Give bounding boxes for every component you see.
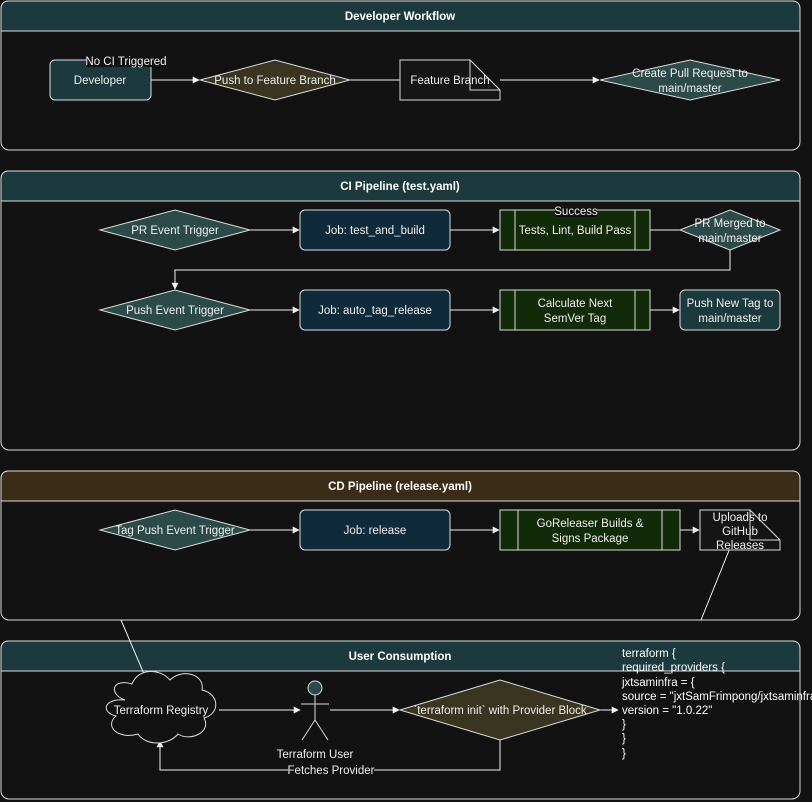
developer-label: Developer: [74, 75, 127, 87]
lane-header: [0, 640, 801, 672]
edge-label-bg: [288, 764, 374, 776]
semver-label-line2: SemVer Tag: [544, 313, 606, 325]
terraform-init-label: `terraform init` with Provider Block: [413, 705, 586, 717]
node-push-new-tag[interactable]: Push New Tag to main/master: [679, 289, 781, 331]
edge-label-success: Success: [554, 206, 598, 218]
node-uploads-github-releases[interactable]: Uploads to GitHub Releases: [699, 509, 781, 552]
node-developer[interactable]: Developer: [49, 59, 152, 101]
lane-title: CI Pipeline (test.yaml): [340, 181, 460, 193]
edge-label-bg: [555, 205, 597, 217]
pr-merged-label-line1: PR Merged to: [695, 218, 766, 230]
document-fold: [749, 510, 780, 541]
node-push-feature-branch[interactable]: Push to Feature Branch: [198, 59, 352, 101]
node-pr-event-trigger[interactable]: PR Event Trigger: [98, 209, 252, 251]
create-pr-diamond[interactable]: [599, 59, 781, 101]
actor-head: [307, 680, 323, 696]
job-autotag-label: Job: auto_tag_release: [318, 305, 432, 317]
push-tag-label-line2: main/master: [698, 313, 761, 325]
lane-header: [0, 0, 801, 32]
node-push-event-trigger[interactable]: Push Event Trigger: [98, 289, 252, 331]
edge-pr-merged-to-push-event: [171, 250, 731, 290]
goreleaser-label-line1: GoReleaser Builds &: [537, 518, 644, 530]
node-tag-push-event-trigger[interactable]: Tag Push Event Trigger: [98, 509, 252, 551]
code-line: terraform {: [622, 648, 676, 660]
actor-leg-left: [301, 719, 316, 741]
uploads-label-line3: Releases: [716, 540, 764, 552]
push-feature-label: Push to Feature Branch: [214, 75, 335, 87]
code-line: required_providers {: [622, 662, 725, 674]
push-feature-diamond[interactable]: [198, 59, 352, 101]
terraform-user-label: Terraform User: [277, 749, 354, 761]
lane-title: Developer Workflow: [345, 11, 455, 23]
uploads-label-line2: GitHub: [722, 526, 758, 538]
node-feature-branch[interactable]: Feature Branch: [399, 59, 501, 101]
goreleaser-subroutine[interactable]: [499, 509, 681, 551]
code-line: }: [622, 748, 626, 760]
node-job-release[interactable]: Job: release: [299, 509, 451, 551]
pr-merged-diamond[interactable]: [678, 209, 782, 251]
lane-title: CD Pipeline (release.yaml): [328, 481, 472, 493]
node-terraform-registry[interactable]: Terraform Registry: [105, 671, 217, 744]
pr-event-label: PR Event Trigger: [131, 225, 219, 237]
tag-push-event-label: Tag Push Event Trigger: [115, 525, 235, 537]
lane-header: [0, 170, 801, 202]
node-terraform-user[interactable]: Terraform User: [277, 680, 354, 761]
lane-header: [0, 470, 801, 502]
goreleaser-label-line2: Signs Package: [552, 533, 629, 545]
terraform-init-diamond[interactable]: [398, 679, 602, 741]
tag-push-event-diamond[interactable]: [98, 509, 252, 551]
job-test-label: Job: test_and_build: [325, 225, 425, 237]
node-job-auto-tag-release[interactable]: Job: auto_tag_release: [299, 289, 451, 331]
document-fold: [469, 60, 500, 91]
edge-label-bg: [86, 54, 166, 67]
actor-leg-right: [314, 719, 329, 741]
provider-code-block: terraform { required_providers { jxtsami…: [621, 648, 812, 760]
pr-event-diamond[interactable]: [98, 209, 252, 251]
code-line: }: [622, 733, 626, 745]
job-autotag-box[interactable]: [299, 289, 451, 331]
node-tests-pass[interactable]: Tests, Lint, Build Pass: [499, 209, 651, 251]
job-release-label: Job: release: [344, 525, 407, 537]
code-line: version = "1.0.22": [622, 705, 712, 717]
terraform-registry-label: Terraform Registry: [114, 705, 209, 717]
feature-branch-label: Feature Branch: [410, 75, 489, 87]
create-pr-label-line1: Create Pull Request to: [632, 68, 748, 80]
node-job-test-and-build[interactable]: Job: test_and_build: [299, 209, 451, 251]
node-calculate-semver[interactable]: Calculate Next SemVer Tag: [499, 289, 651, 331]
code-line: }: [622, 719, 626, 731]
node-create-pr[interactable]: Create Pull Request to main/master: [599, 59, 781, 101]
job-release-box[interactable]: [299, 509, 451, 551]
terraform-registry-cloud[interactable]: [105, 671, 217, 744]
push-event-diamond[interactable]: [98, 289, 252, 331]
job-test-box[interactable]: [299, 209, 451, 251]
node-pr-merged[interactable]: PR Merged to main/master: [678, 209, 782, 251]
node-terraform-init[interactable]: `terraform init` with Provider Block: [398, 679, 602, 741]
tests-pass-label: Tests, Lint, Build Pass: [519, 225, 632, 237]
push-event-label: Push Event Trigger: [126, 305, 224, 317]
create-pr-label-line2: main/master: [658, 83, 721, 95]
node-goreleaser[interactable]: GoReleaser Builds & Signs Package: [499, 509, 681, 551]
lane-title: User Consumption: [349, 651, 452, 663]
edge-label-no-ci: No CI Triggered: [85, 56, 166, 68]
semver-subroutine[interactable]: [499, 289, 651, 331]
code-line: jxtsaminfra = {: [621, 677, 695, 689]
push-tag-box[interactable]: [679, 289, 781, 331]
edge-uploads-to-registry: [120, 547, 731, 681]
semver-label-line1: Calculate Next: [538, 298, 614, 310]
push-tag-label-line1: Push New Tag to: [687, 298, 774, 310]
pr-merged-label-line2: main/master: [698, 233, 761, 245]
edge-label-fetches-provider: Fetches Provider: [288, 765, 375, 777]
uploads-label-line1: Uploads to: [713, 512, 768, 524]
code-line: source = "jxtSamFrimpong/jxtsaminfra": [622, 691, 812, 703]
